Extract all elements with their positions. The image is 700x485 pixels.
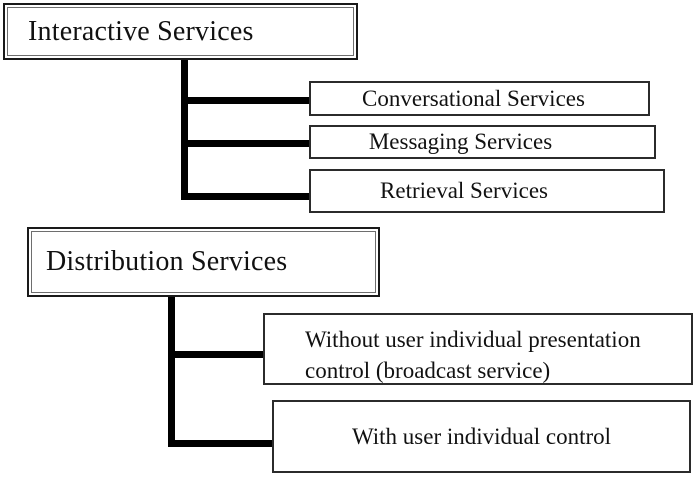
retrieval-services-label: Retrieval Services	[380, 178, 548, 203]
messaging-services-label: Messaging Services	[368, 129, 553, 154]
distribution-services-label: Distribution Services	[46, 246, 288, 277]
messaging-services-box: Messaging Services	[309, 125, 656, 159]
connector-messaging-line	[181, 140, 309, 147]
interactive-services-box: Interactive Services	[3, 3, 358, 60]
retrieval-services-box: Retrieval Services	[309, 169, 665, 213]
interactive-trunk-line	[181, 60, 188, 200]
interactive-services-label: Interactive Services	[28, 15, 254, 47]
distribution-trunk-line	[168, 297, 175, 447]
with-user-individual-control-box: With user individual control	[272, 400, 691, 473]
without-user-presentation-control-box: Without user individual presentation con…	[263, 313, 693, 385]
connector-without-control-line	[168, 351, 263, 358]
with-user-individual-control-label: With user individual control	[351, 423, 612, 449]
connector-retrieval-line	[181, 193, 309, 200]
conversational-services-label: Conversational Services	[362, 85, 585, 111]
without-user-presentation-control-label: Without user individual presentation con…	[305, 327, 641, 383]
conversational-services-box: Conversational Services	[309, 81, 650, 116]
connector-with-control-line	[168, 440, 272, 447]
distribution-services-box: Distribution Services	[27, 227, 380, 297]
connector-conversational-line	[181, 97, 309, 104]
